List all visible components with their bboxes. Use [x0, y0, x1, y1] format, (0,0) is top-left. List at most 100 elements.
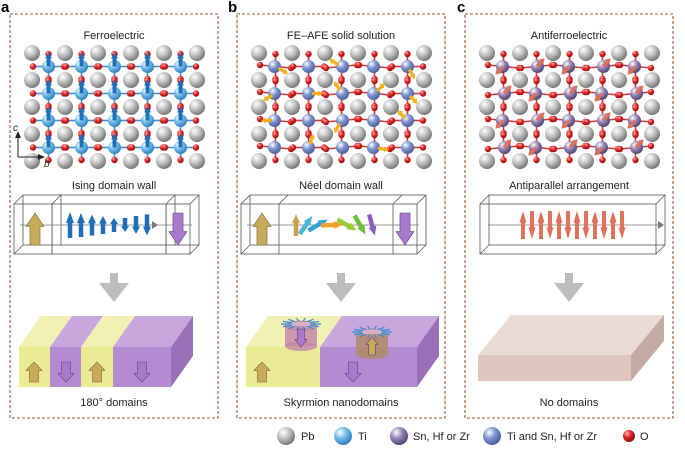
o-atom	[257, 62, 263, 68]
pb-atom	[90, 99, 106, 115]
pb-atom	[156, 45, 172, 61]
o-atom	[177, 157, 183, 163]
o-atom	[518, 65, 524, 71]
o-atom	[389, 144, 395, 150]
o-atom	[193, 117, 199, 123]
pb-atom	[189, 72, 205, 88]
o-atom	[420, 144, 426, 150]
o-atom	[632, 105, 638, 111]
panel-a-letter: a	[1, 0, 10, 16]
o-atom	[500, 51, 506, 57]
o-atom	[389, 63, 395, 69]
pb-atom	[512, 153, 528, 169]
o-atom	[129, 63, 135, 69]
legend-mixed-label: Ti and Sn, Hf or Zr	[507, 431, 597, 443]
pb-atom	[512, 99, 528, 115]
pb-atom	[284, 153, 300, 169]
o-atom	[518, 119, 524, 125]
o-atom	[257, 143, 263, 149]
o-atom	[338, 132, 344, 138]
pb-atom	[156, 72, 172, 88]
pb-atom	[350, 99, 366, 115]
panel-c-wall-label: Antiparallel arrangement	[509, 180, 629, 192]
o-atom	[551, 116, 557, 122]
o-atom	[30, 90, 36, 96]
wall-axis-arrowhead	[152, 221, 158, 229]
wall-line	[52, 195, 61, 204]
pb-atom	[578, 126, 594, 142]
pb-atom	[383, 72, 399, 88]
o-atom	[485, 116, 491, 122]
o-atom	[272, 51, 278, 57]
panel-a-bottom-label: 180° domains	[80, 397, 148, 409]
mixed-b-site-atom-icon	[483, 427, 501, 445]
o-atom	[305, 105, 311, 111]
pb-atom	[545, 45, 561, 61]
up-domain-arrow	[253, 213, 271, 245]
pb-atom	[317, 99, 333, 115]
ti-atom-icon	[334, 427, 352, 445]
o-atom	[305, 157, 311, 163]
o-atom	[404, 157, 410, 163]
o-atom	[290, 144, 296, 150]
pb-atom	[383, 153, 399, 169]
o-atom	[30, 63, 36, 69]
o-atom	[338, 105, 344, 111]
box-edge	[480, 245, 489, 254]
box-back	[23, 195, 199, 245]
o-atom	[129, 117, 135, 123]
slab-front	[478, 355, 631, 381]
pb-atom	[57, 72, 73, 88]
b-site-atom	[367, 141, 380, 154]
o-atom	[323, 65, 329, 71]
o-atom	[617, 116, 623, 122]
pb-atom	[644, 99, 660, 115]
o-atom	[404, 78, 410, 84]
pb-atom	[156, 153, 172, 169]
pb-atom	[383, 126, 399, 142]
o-atom	[371, 78, 377, 84]
o-atom	[599, 132, 605, 138]
pb-atom	[416, 99, 432, 115]
o-atom	[533, 157, 539, 163]
pb-atom	[350, 126, 366, 142]
pb-atom	[57, 153, 73, 169]
o-atom	[485, 146, 491, 152]
o-atom	[404, 105, 410, 111]
pb-atom	[416, 72, 432, 88]
o-atom	[632, 51, 638, 57]
o-atom	[193, 63, 199, 69]
wall-axis-arrowhead	[658, 221, 664, 229]
pb-atom	[317, 45, 333, 61]
b-site-atom	[268, 60, 281, 73]
legend-o-label: O	[640, 431, 649, 443]
panel-c-flow-arrow	[554, 273, 584, 302]
pb-atom	[123, 72, 139, 88]
box-edge	[480, 195, 489, 204]
down-domain-arrow	[396, 213, 414, 245]
box-edge	[656, 195, 665, 204]
o-atom	[389, 90, 395, 96]
panel-c-crystal-lattice	[479, 45, 660, 169]
pb-atom	[123, 153, 139, 169]
o-atom	[632, 78, 638, 84]
o-atom	[338, 78, 344, 84]
o-atom	[193, 144, 199, 150]
pb-atom	[512, 45, 528, 61]
panel-a-title: Ferroelectric	[83, 30, 145, 42]
box-edge	[190, 245, 199, 254]
o-atom	[272, 132, 278, 138]
o-atom	[63, 63, 69, 69]
o-atom-icon	[623, 430, 635, 442]
legend-sn-label: Sn, Hf or Zr	[413, 431, 470, 443]
o-atom	[290, 117, 296, 123]
pb-atom	[611, 126, 627, 142]
o-atom	[356, 116, 362, 122]
pb-atom	[479, 153, 495, 169]
box-edge	[241, 195, 250, 204]
o-atom	[30, 117, 36, 123]
box-edge	[417, 195, 426, 204]
pb-atom	[90, 45, 106, 61]
panel-b-wall-label: Néel domain wall	[299, 180, 383, 192]
